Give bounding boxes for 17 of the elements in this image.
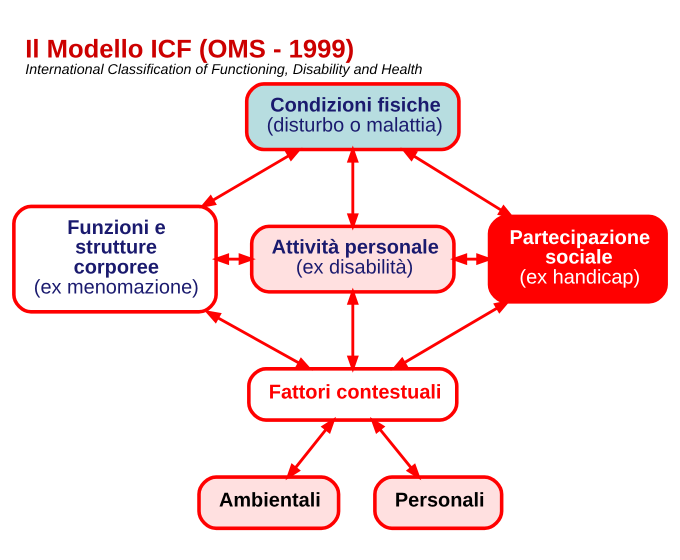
node-box: Funzioni e strutture corporee (ex menomazione) bbox=[12, 204, 218, 314]
node-box: Partecipazione sociale (ex handicap) bbox=[488, 214, 668, 304]
node-box: Personali bbox=[373, 474, 504, 530]
diagram-title: Il Modello ICF (OMS - 1999) bbox=[25, 34, 354, 63]
arrow bbox=[346, 287, 359, 372]
arrow bbox=[212, 252, 256, 265]
arrow bbox=[390, 299, 511, 370]
node-box: Condizioni fisiche (disturbo o malattia) bbox=[244, 82, 461, 151]
arrow bbox=[400, 147, 515, 218]
arrow bbox=[370, 416, 422, 480]
node-box: Ambientali bbox=[197, 474, 340, 530]
node-box: Fattori contestuali bbox=[247, 366, 459, 422]
arrow bbox=[199, 147, 303, 208]
arrow bbox=[346, 145, 359, 230]
arrow bbox=[204, 310, 313, 370]
arrow bbox=[285, 416, 336, 480]
node-box: Attività personale (ex disabilità) bbox=[250, 224, 456, 294]
